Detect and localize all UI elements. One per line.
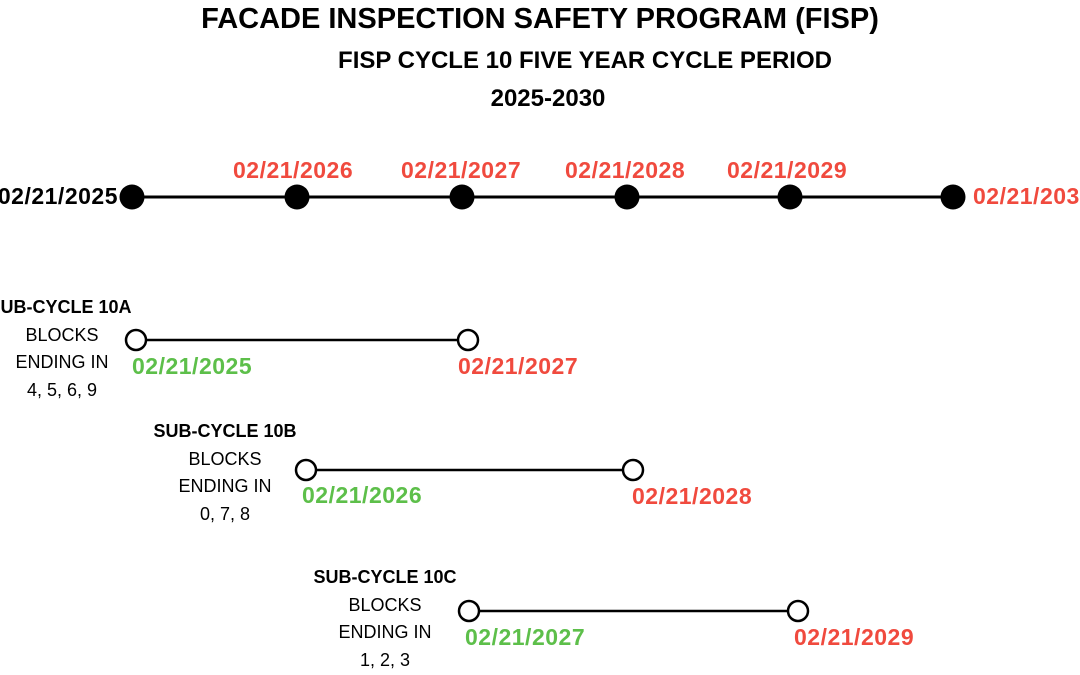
sub-cycle-ending: ENDING IN: [15, 352, 109, 372]
sub-cycle-start-marker: [294, 458, 318, 482]
sub-cycle-digits: 4, 5, 6, 9: [26, 379, 98, 400]
main-timeline-dot: [777, 184, 803, 210]
page-title: FACADE INSPECTION SAFETY PROGRAM (FISP): [201, 3, 879, 35]
sub-cycle-10a-label: SUB-CYCLE 10A BLOCKS ENDING IN 4, 5, 6, …: [0, 294, 132, 404]
sub-cycle-ending: ENDING IN: [338, 622, 432, 642]
main-date-end: 02/21/2030: [973, 183, 1080, 209]
cycle-period: 2025-2030: [490, 85, 606, 112]
main-timeline-dot: [119, 184, 145, 210]
main-date: 02/21/2028: [565, 157, 686, 183]
sub-cycle-end-date: 02/21/2027: [458, 353, 579, 379]
sub-cycle-start-date: 02/21/2026: [302, 482, 423, 508]
main-date: 02/21/2027: [401, 157, 522, 183]
sub-cycle-start-marker: [124, 328, 148, 352]
main-timeline-dot: [284, 184, 310, 210]
sub-cycle-blocks: BLOCKS: [188, 448, 262, 469]
sub-cycle-10c-label: SUB-CYCLE 10C BLOCKS ENDING IN 1, 2, 3: [310, 564, 460, 674]
sub-cycle-end-marker: [786, 599, 810, 623]
main-date: 02/21/2029: [727, 157, 848, 183]
sub-cycle-title: SUB-CYCLE 10A: [0, 297, 132, 317]
sub-cycle-digits: 1, 2, 3: [359, 649, 411, 670]
main-date: 02/21/2026: [233, 157, 354, 183]
sub-cycle-ending: ENDING IN: [178, 476, 272, 496]
main-date-start: 02/21/2025: [0, 183, 118, 209]
page-subtitle: FISP CYCLE 10 FIVE YEAR CYCLE PERIOD: [338, 47, 832, 74]
sub-cycle-title: SUB-CYCLE 10C: [313, 567, 457, 587]
main-timeline-dot: [449, 184, 475, 210]
sub-cycle-start-date: 02/21/2025: [132, 353, 253, 379]
sub-cycle-end-marker: [456, 328, 480, 352]
sub-cycle-end-date: 02/21/2029: [794, 624, 915, 650]
sub-cycle-blocks: BLOCKS: [25, 324, 99, 345]
sub-cycle-10b-label: SUB-CYCLE 10B BLOCKS ENDING IN 0, 7, 8: [150, 418, 300, 528]
sub-cycle-end-date: 02/21/2028: [632, 483, 753, 509]
sub-cycle-digits: 0, 7, 8: [199, 503, 251, 524]
sub-cycle-title: SUB-CYCLE 10B: [153, 421, 297, 441]
sub-cycle-start-marker: [457, 599, 481, 623]
main-timeline-dot: [940, 184, 966, 210]
sub-cycle-end-marker: [621, 458, 645, 482]
main-timeline-dot: [614, 184, 640, 210]
sub-cycle-start-date: 02/21/2027: [465, 624, 586, 650]
sub-cycle-blocks: BLOCKS: [348, 594, 422, 615]
